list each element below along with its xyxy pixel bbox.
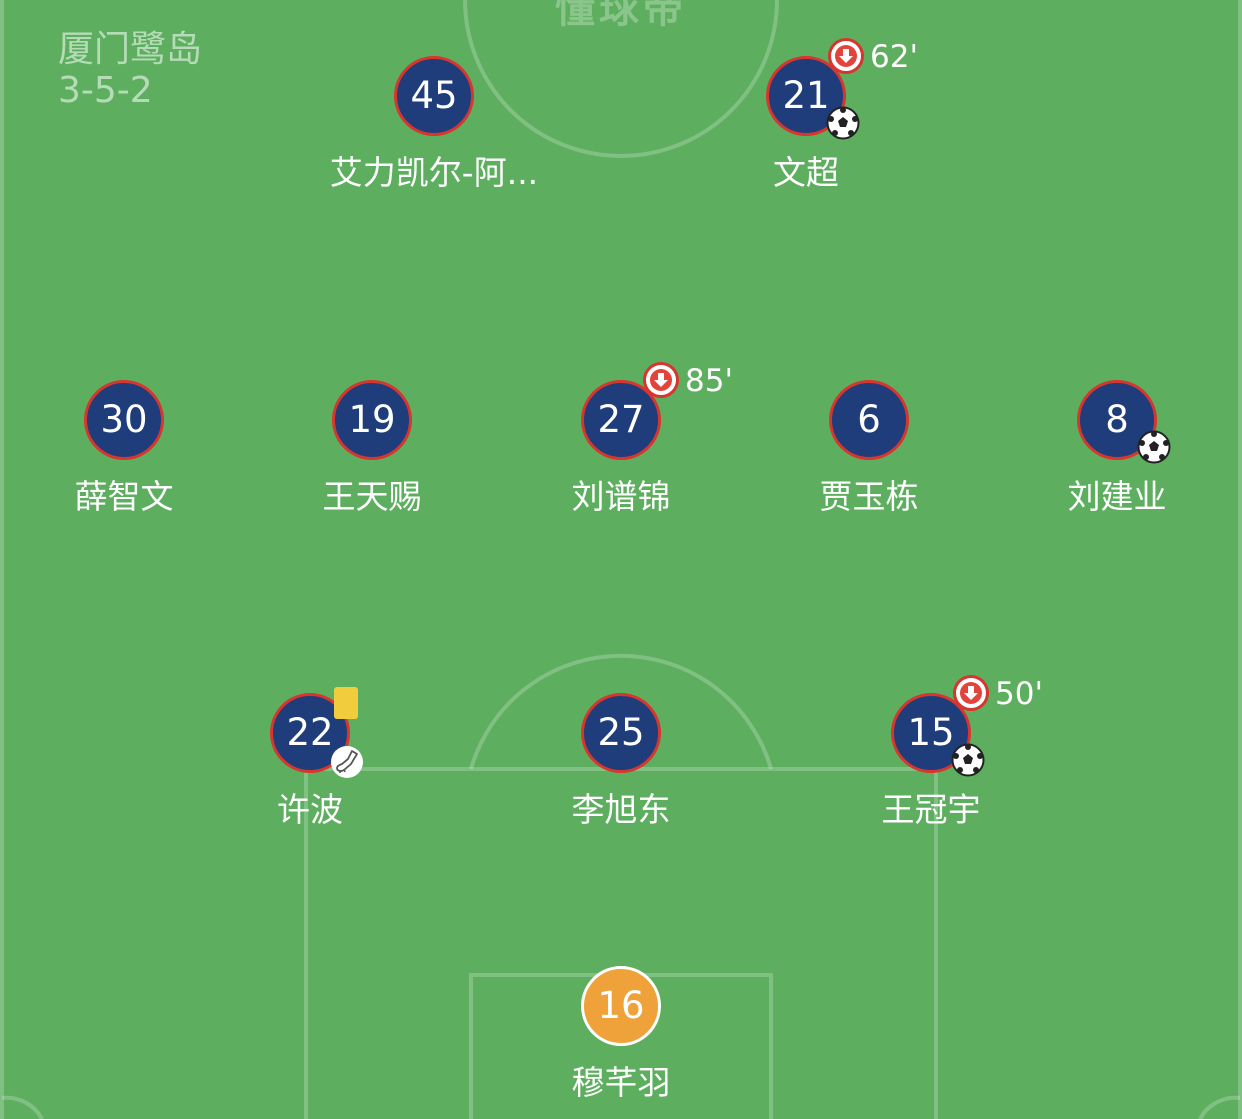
player-name: 穆芊羽 bbox=[571, 1063, 671, 1102]
player-name: 贾玉栋 bbox=[819, 477, 919, 516]
penalty-arc bbox=[469, 653, 773, 770]
player-number: 8 bbox=[1077, 380, 1157, 460]
player-number: 25 bbox=[581, 693, 661, 773]
goal-ball-icon bbox=[1137, 430, 1171, 464]
team-name: 厦门鹭岛 bbox=[58, 29, 203, 70]
substitution-out-icon bbox=[828, 38, 864, 74]
substitution-time: 50' bbox=[995, 676, 1043, 712]
player-name: 王天赐 bbox=[322, 477, 422, 516]
corner-arc-left bbox=[1, 1095, 44, 1119]
player-number: 15 bbox=[891, 693, 971, 773]
goal-ball-icon bbox=[951, 743, 985, 777]
goal-ball-icon bbox=[826, 106, 860, 140]
player-number: 21 bbox=[766, 56, 846, 136]
player-number: 27 bbox=[581, 380, 661, 460]
player-number: 30 bbox=[84, 380, 164, 460]
substitution-out-icon bbox=[953, 675, 989, 711]
player-name: 艾力凯尔-阿... bbox=[329, 153, 539, 192]
watermark: 懂球帝 bbox=[555, 0, 687, 32]
corner-arc-right bbox=[1198, 1095, 1241, 1119]
player-name: 李旭东 bbox=[571, 790, 671, 829]
player-name: 王冠宇 bbox=[881, 790, 981, 829]
substitution-time: 62' bbox=[870, 39, 918, 75]
substitution-time: 85' bbox=[685, 363, 733, 399]
substitution-out-icon bbox=[643, 362, 679, 398]
player-name: 刘谱锦 bbox=[571, 477, 671, 516]
yellow-card-icon bbox=[334, 687, 358, 719]
player-name: 薛智文 bbox=[74, 477, 174, 516]
formation: 3-5-2 bbox=[58, 70, 153, 111]
player-number: 16 bbox=[581, 966, 661, 1046]
player-name: 文超 bbox=[773, 153, 839, 192]
player-name: 刘建业 bbox=[1067, 477, 1167, 516]
player-name: 许波 bbox=[277, 790, 343, 829]
player-number: 6 bbox=[829, 380, 909, 460]
player-number: 45 bbox=[394, 56, 474, 136]
player-number: 19 bbox=[332, 380, 412, 460]
center-circle bbox=[463, 0, 779, 158]
assist-boot-icon bbox=[331, 746, 363, 778]
